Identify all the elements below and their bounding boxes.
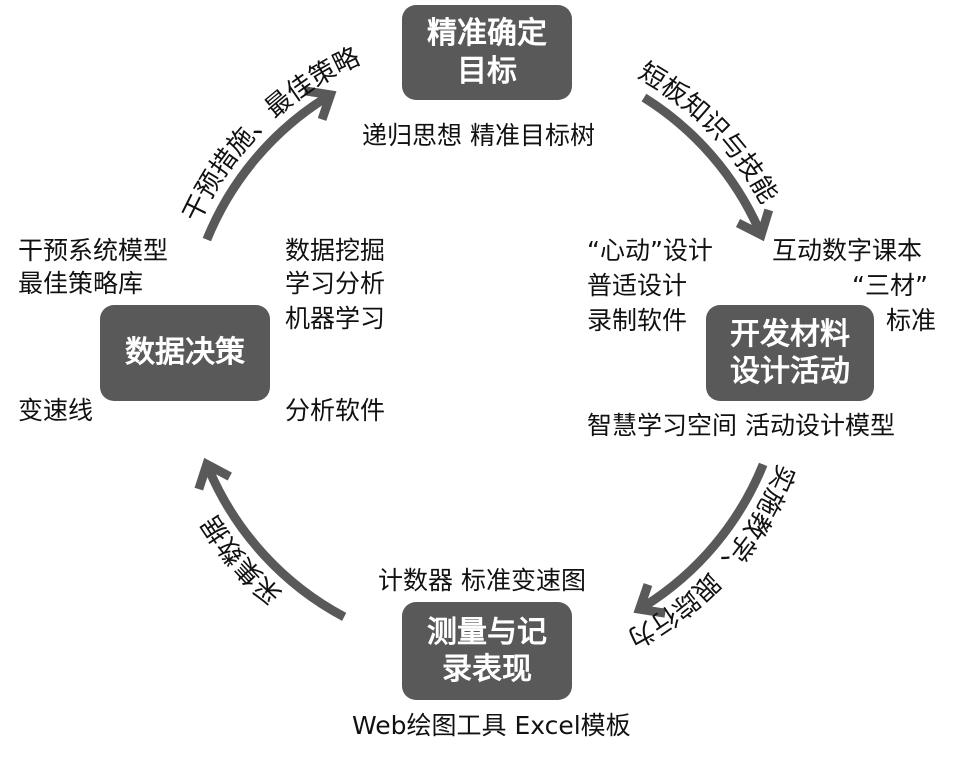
label-right-c: 智慧学习空间 活动设计模型 (587, 411, 895, 440)
label-bottom-top: 计数器 标准变速图 (378, 566, 586, 595)
label-top: 递归思想 精准目标树 (362, 121, 595, 150)
arrowhead-icon (194, 457, 232, 491)
arrow-label-top-left: 干预措施、最佳策略 (178, 42, 365, 226)
label-bottom-bottom: Web绘图工具 Excel模板 (352, 711, 631, 740)
label-right-b2: “三材” (852, 271, 928, 300)
label-left-c: 变速线 (18, 396, 94, 425)
label-left-a1: 干预系统模型 (18, 236, 169, 265)
stage-box-data-decision: 数据决策 (100, 305, 270, 401)
arrowhead-icon (633, 583, 666, 618)
cycle-arrow-bottom-left (204, 467, 347, 621)
arrow-label-top-right: 短板知识与技能 (633, 57, 783, 208)
arrowhead-icon (735, 208, 774, 242)
label-left-b3: 机器学习 (285, 304, 386, 333)
stage-box-set-goals: 精准确定 目标 (402, 5, 572, 100)
label-left-b2: 学习分析 (285, 269, 386, 298)
label-left-d: 分析软件 (285, 396, 386, 425)
cycle-arrow-top-left (202, 93, 329, 242)
label-left-b1: 数据挖掘 (285, 236, 386, 265)
label-left-a2: 最佳策略库 (18, 269, 144, 298)
label-right-a1: “心动”设计 (587, 236, 713, 265)
label-right-b3: 标准 (886, 306, 937, 335)
stage-box-develop-materials: 开发材料 设计活动 (706, 305, 874, 401)
arrow-label-bottom-right: 实施教学、跟踪行为 (622, 460, 800, 653)
label-right-b1: 互动数字课本 (772, 236, 923, 265)
label-right-a2: 普适设计 (587, 271, 688, 300)
arrowhead-icon (304, 86, 337, 121)
cycle-arrow-bottom-right (641, 462, 768, 611)
label-right-a3: 录制软件 (587, 306, 688, 335)
stage-box-measure-record: 测量与记 录表现 (402, 602, 572, 700)
cycle-arrow-top-right (641, 93, 764, 232)
